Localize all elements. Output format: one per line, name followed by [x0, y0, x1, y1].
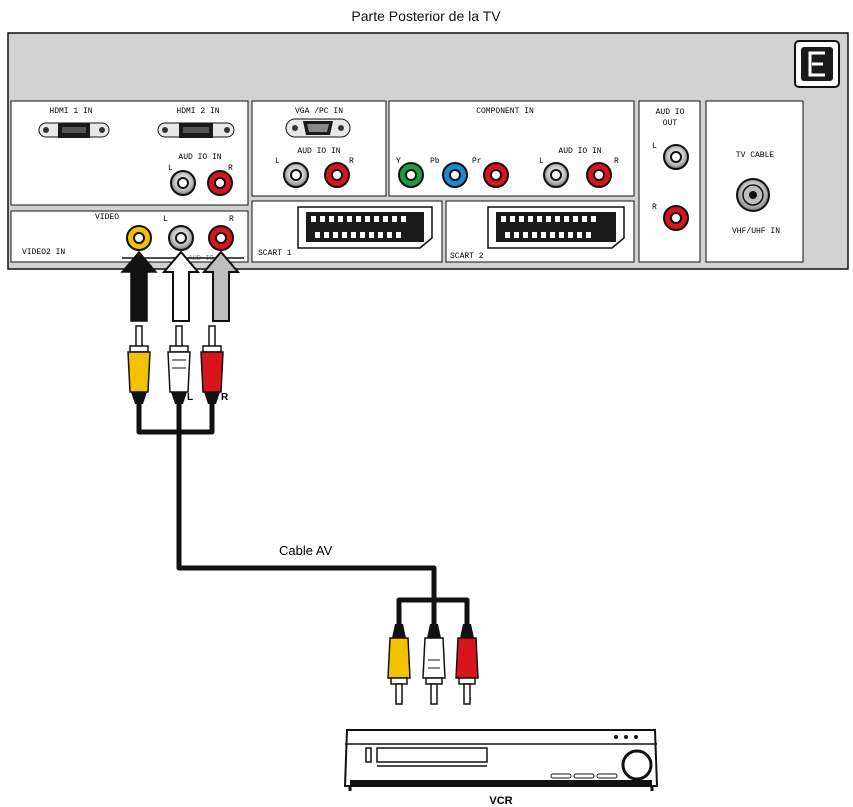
audio-out-l-jack-icon — [663, 144, 689, 170]
vga-audio-r-jack-icon — [324, 162, 350, 188]
audio-out-label-line2: OUT — [663, 119, 678, 128]
audio-out-r-jack-icon — [663, 205, 689, 231]
av-cable — [136, 398, 470, 630]
component-y-label: Y — [396, 157, 401, 166]
vga-audio-r-label: R — [349, 157, 354, 166]
component-audio-r-label: R — [614, 157, 619, 166]
vga-audio-l-jack-icon — [283, 162, 309, 188]
left-audio-arrow-icon — [161, 250, 201, 322]
hdmi-audio-l-jack-icon — [170, 170, 196, 196]
vga-audio-l-label: L — [275, 157, 280, 166]
bottom-yellow-plug-icon — [387, 624, 411, 705]
hdmi-audio-r-label: R — [228, 164, 233, 173]
vga-panel — [251, 100, 387, 197]
audio-out-label-line1: AUD IO — [656, 108, 685, 117]
video2-r-label: R — [229, 215, 234, 224]
video-label: VIDEO — [95, 213, 119, 222]
hdmi-audio-l-label: L — [168, 164, 173, 173]
component-pb-jack-icon — [442, 162, 468, 188]
component-audio-l-label: L — [539, 157, 544, 166]
vcr-device-icon — [343, 729, 659, 791]
cable-label: Cable AV — [279, 543, 333, 558]
component-label: COMPONENT IN — [476, 107, 534, 116]
top-red-plug-icon — [200, 325, 224, 404]
bottom-red-plug-icon — [455, 624, 479, 705]
top-yellow-plug-icon — [127, 325, 151, 404]
component-pr-jack-icon — [483, 162, 509, 188]
component-pb-label: Pb — [430, 157, 440, 166]
vga-audio-label: AUD IO IN — [297, 147, 340, 156]
audio-out-panel — [638, 100, 701, 263]
antenna-jack-icon — [736, 178, 770, 212]
scart2-connector-icon — [487, 206, 625, 249]
audio-out-l-label: L — [652, 142, 657, 151]
tv-cable-label: TV CABLE — [736, 151, 775, 160]
scart2-label: SCART 2 — [450, 252, 484, 261]
device-label: VCR — [489, 795, 512, 807]
vga-port-icon — [285, 118, 351, 138]
plug-l-label: L — [187, 392, 193, 403]
hdmi2-port-icon — [157, 122, 235, 138]
video2-l-label: L — [163, 215, 168, 224]
video2-audio-label: AUD IO — [188, 255, 213, 263]
diagram-title: Parte Posterior de la TV — [351, 8, 501, 24]
hdmi-audio-label: AUD IO IN — [178, 153, 221, 162]
video-arrow-icon — [120, 250, 158, 322]
top-white-plug-icon — [167, 325, 191, 404]
video2-l-jack-icon — [168, 225, 194, 251]
video2-r-jack-icon — [208, 225, 234, 251]
bottom-white-plug-icon — [422, 624, 446, 705]
component-audio-r-jack-icon — [586, 162, 612, 188]
vga-label: VGA /PC IN — [295, 107, 343, 116]
power-socket-icon — [794, 40, 840, 88]
right-audio-arrow-icon — [201, 250, 241, 322]
scart1-label: SCART 1 — [258, 249, 292, 258]
vhf-label: VHF/UHF IN — [732, 227, 780, 236]
scart1-connector-icon — [297, 206, 433, 249]
component-y-jack-icon — [398, 162, 424, 188]
video2-label: VIDEO2 IN — [22, 248, 65, 257]
component-audio-label: AUD IO IN — [558, 147, 601, 156]
hdmi1-label: HDMI 1 IN — [49, 107, 92, 116]
component-audio-l-jack-icon — [543, 162, 569, 188]
component-pr-label: Pr — [472, 157, 482, 166]
hdmi-audio-r-jack-icon — [207, 170, 233, 196]
hdmi2-label: HDMI 2 IN — [176, 107, 219, 116]
video2-video-jack-icon — [126, 225, 152, 251]
audio-out-r-label: R — [652, 203, 657, 212]
hdmi1-port-icon — [38, 122, 110, 138]
plug-r-label: R — [221, 392, 229, 403]
